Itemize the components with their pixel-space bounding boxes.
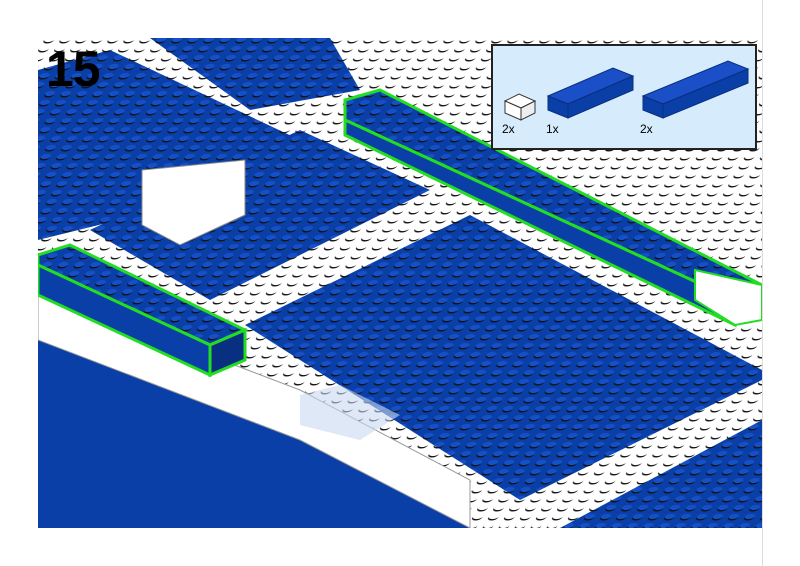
blue-plate-top [150, 38, 360, 110]
white-brick-stack [141, 159, 246, 246]
parts-callout: 2x 1x 2x [491, 44, 757, 150]
step-number: 15 [46, 41, 101, 97]
blue-brick-2x8-icon [546, 67, 635, 119]
blue-plate-mid-left [90, 130, 430, 300]
part-quantity: 1x [546, 122, 559, 136]
blue-plate-lower-right [560, 420, 762, 528]
blue-plate-upper-left [38, 50, 300, 240]
part-quantity: 2x [502, 122, 515, 136]
blue-plate-center [245, 215, 762, 500]
white-wall-front [38, 289, 471, 528]
ghost-brick-placement [300, 385, 400, 440]
blue-brick-2x10-icon [641, 60, 750, 119]
new-white-brick [694, 268, 762, 327]
page-edge [762, 0, 763, 566]
part-quantity: 2x [640, 122, 653, 136]
white-brick-2x2-icon [503, 93, 537, 121]
